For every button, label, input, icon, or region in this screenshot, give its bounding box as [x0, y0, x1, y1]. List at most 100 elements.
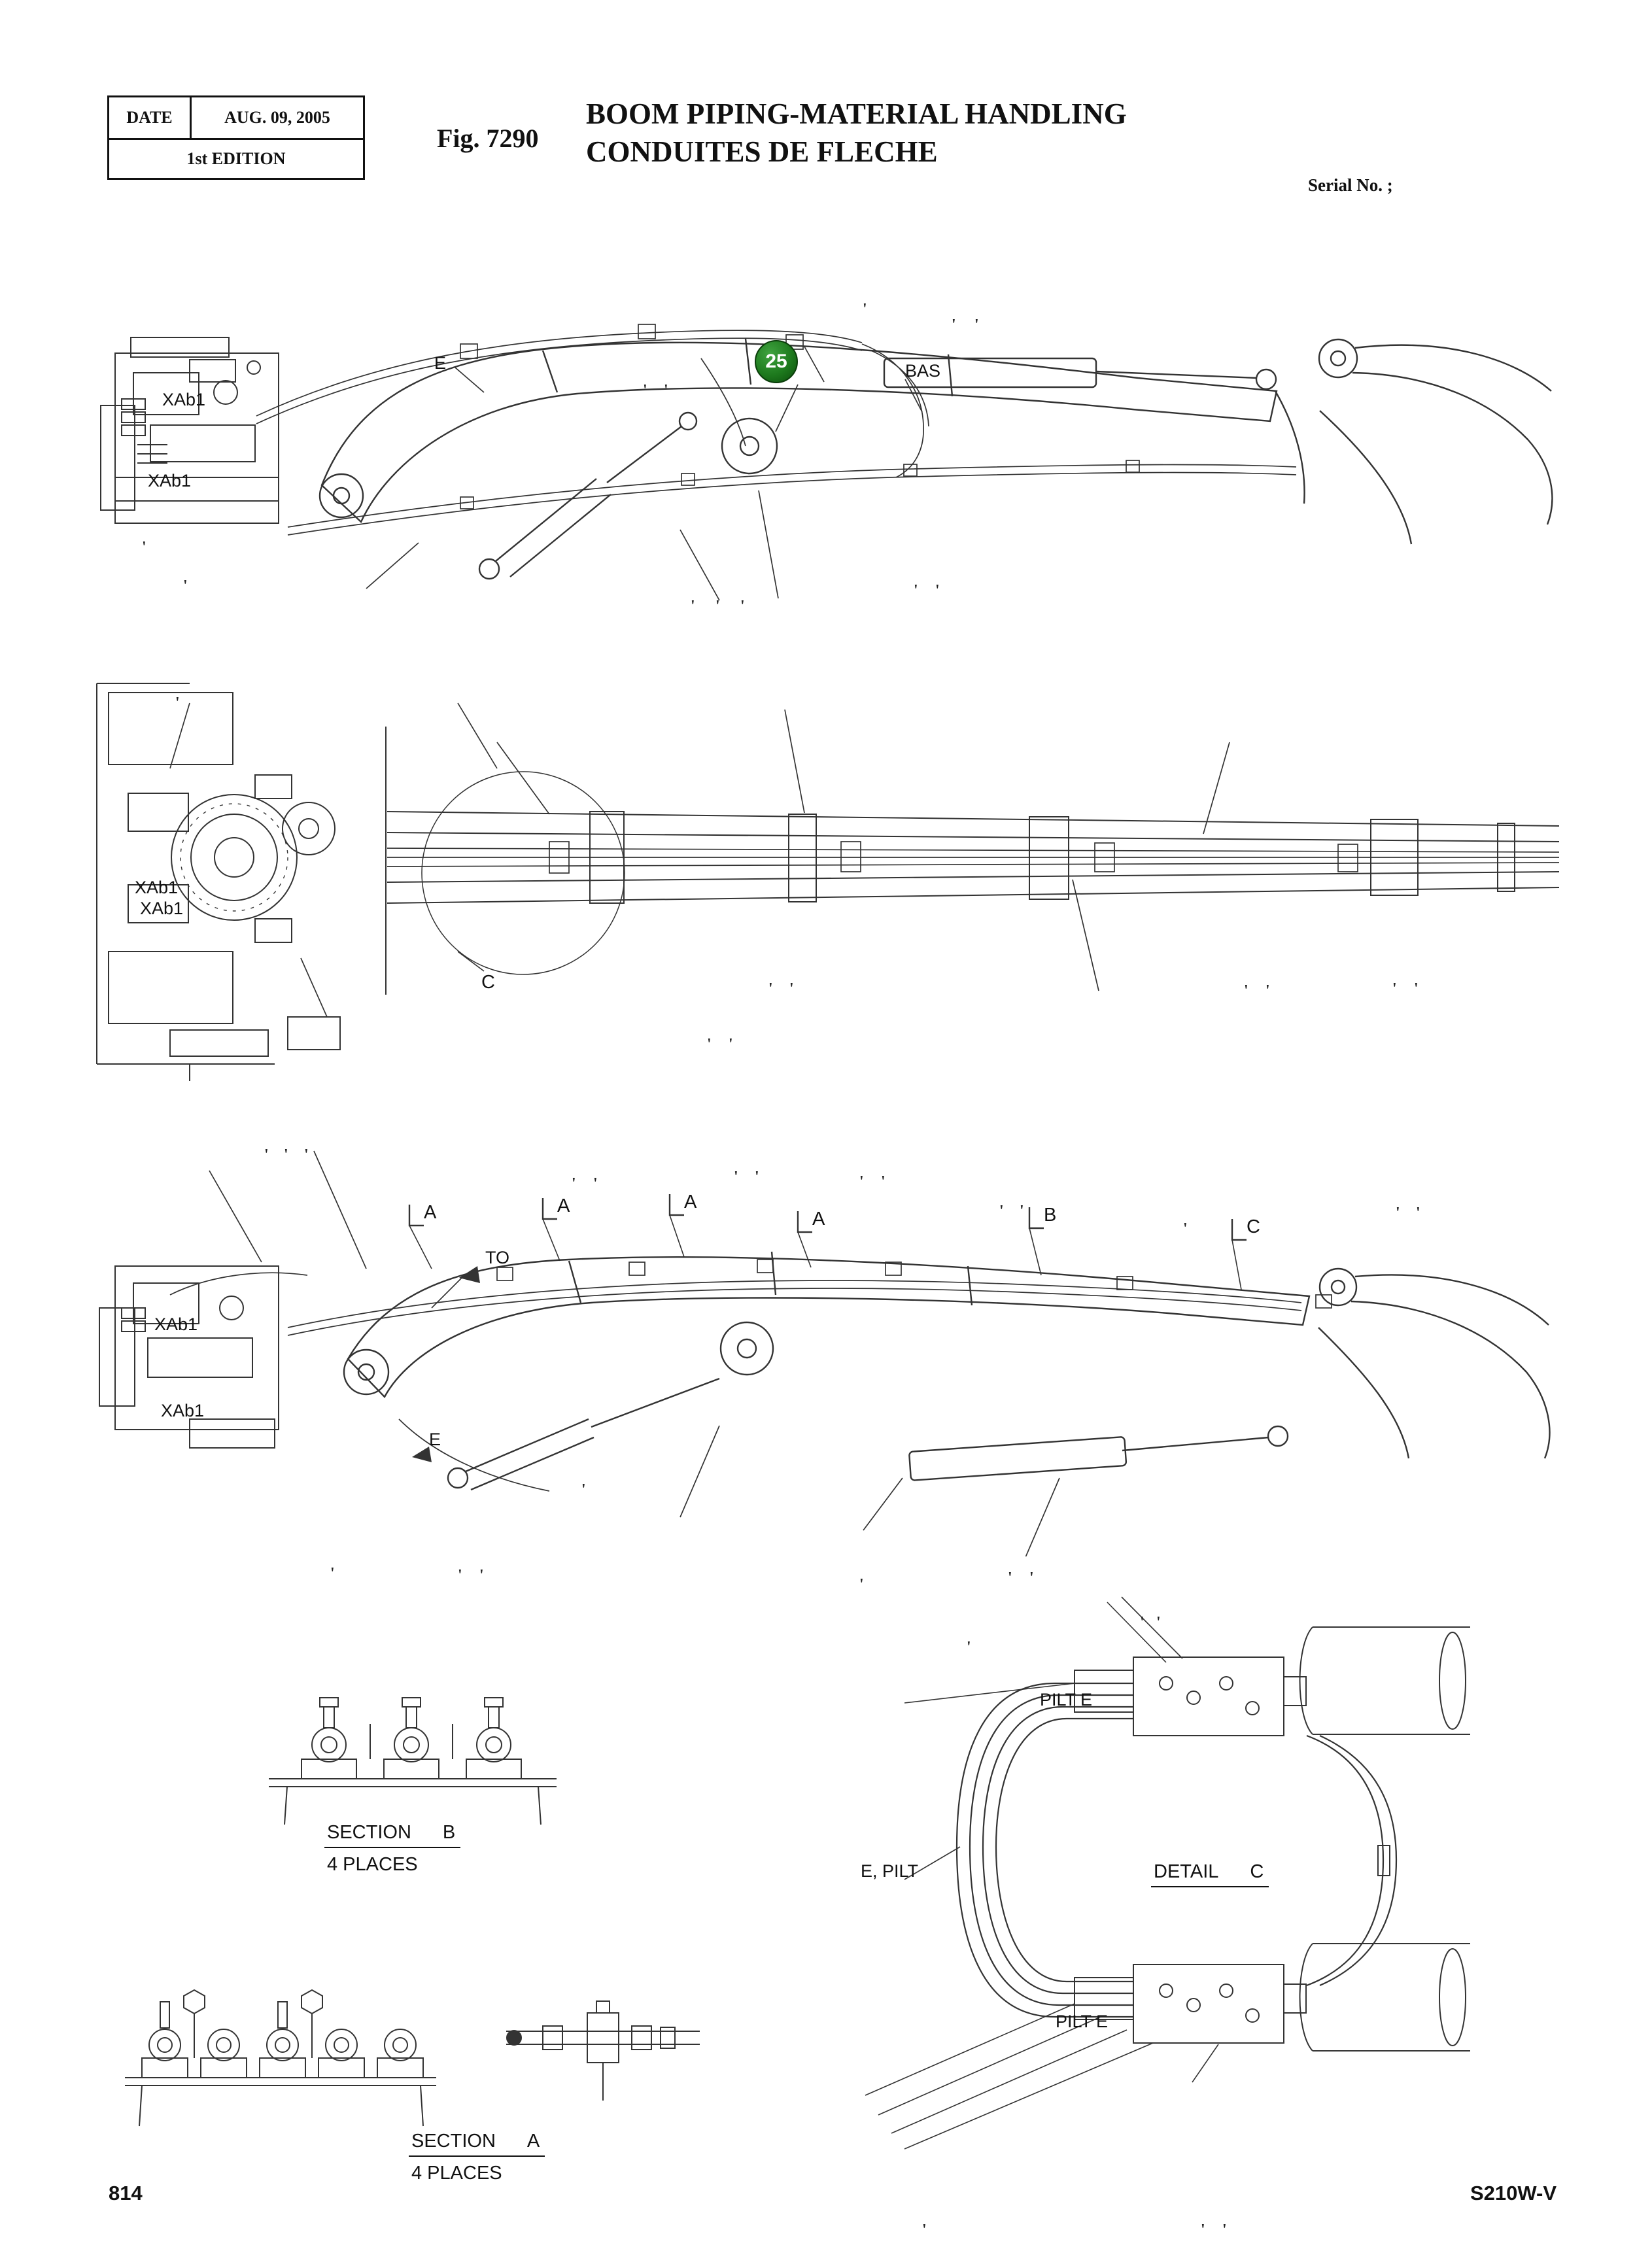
section-b-letter: B	[442, 1822, 456, 1843]
tiny-callout-mark: '	[1396, 1205, 1400, 1222]
section-a-art	[125, 1989, 436, 2127]
section-a-marker-2: A	[557, 1195, 570, 1216]
tiny-callout-mark: '	[330, 1565, 335, 1582]
tiny-callout-mark: '	[999, 1203, 1004, 1220]
port-label-e-lower: E	[429, 1430, 441, 1449]
tiny-callout-mark: '	[643, 382, 647, 399]
port-label-e-upper: E	[434, 353, 447, 373]
tiny-callout-mark: '	[734, 1169, 738, 1186]
tiny-callout-mark: '	[859, 1173, 864, 1190]
detail-c-marker-2: C	[1247, 1216, 1260, 1237]
boom-plan-view-art	[96, 683, 1560, 1081]
tiny-callout-mark: '	[974, 317, 979, 334]
boom-side-view-upper	[92, 281, 1570, 647]
tiny-callout-mark: '	[1414, 980, 1419, 997]
date-label: DATE	[109, 97, 192, 138]
tiny-callout-mark: '	[715, 598, 720, 615]
port-label-xab1-5: XAb1	[154, 1314, 198, 1334]
port-label-pilt-e-top: PILT E	[1040, 1690, 1093, 1709]
hose-fitting-detail	[504, 1975, 703, 2103]
tiny-callout-mark: '	[967, 1639, 971, 1656]
callout-25-number: 25	[765, 351, 787, 372]
tiny-callout-mark: '	[1244, 982, 1248, 999]
page-number: 814	[109, 2182, 143, 2205]
section-a-view	[116, 1961, 446, 2128]
tiny-callout-mark: '	[1201, 2222, 1205, 2239]
tiny-callout-mark: '	[952, 317, 956, 334]
tiny-callout-mark: '	[1265, 982, 1270, 999]
tiny-callout-mark: '	[664, 382, 668, 399]
tiny-callout-mark: '	[304, 1146, 309, 1163]
tiny-callout-mark: '	[1392, 980, 1397, 997]
tiny-callout-mark: '	[859, 1576, 864, 1593]
section-b-view	[256, 1675, 570, 1826]
tiny-callout-mark: '	[707, 1036, 712, 1053]
tiny-callout-mark: '	[1156, 1614, 1161, 1631]
model-code: S210W-V	[1470, 2182, 1557, 2205]
date-value: AUG. 09, 2005	[224, 108, 330, 127]
label-bas: BAS	[905, 361, 941, 381]
tiny-callout-mark: '	[691, 598, 695, 615]
port-label-pilt-e-bottom: PILT E	[1056, 2012, 1109, 2031]
tiny-callout-mark: '	[264, 1146, 269, 1163]
tiny-callout-mark: '	[789, 980, 794, 997]
serial-number-label: Serial No. ;	[1308, 175, 1393, 195]
title-french: CONDUITES DE FLECHE	[586, 135, 938, 168]
section-b-art	[269, 1697, 557, 1825]
port-label-xab1-4: XAb1	[140, 899, 184, 918]
tiny-callout-mark: '	[740, 598, 745, 615]
callout-25-balloon[interactable]: 25	[755, 340, 798, 383]
tiny-callout-mark: '	[1416, 1205, 1420, 1222]
page-title: BOOM PIPING-MATERIAL HANDLING CONDUITES …	[586, 95, 1127, 171]
detail-c-marker: C	[481, 972, 495, 993]
tiny-callout-mark: '	[1222, 2222, 1227, 2239]
section-a-letter: A	[526, 2131, 540, 2152]
port-label-xab1-2: XAb1	[148, 471, 192, 490]
edition-table: DATE AUG. 09, 2005 1st EDITION	[107, 95, 365, 180]
tiny-callout-mark: '	[863, 301, 867, 318]
tiny-callout-mark: '	[1008, 1570, 1012, 1587]
tiny-callout-mark: '	[572, 1175, 576, 1192]
port-label-xab1-6: XAb1	[161, 1401, 205, 1420]
tiny-callout-mark: '	[593, 1175, 598, 1192]
label-to: TO	[485, 1248, 510, 1267]
boom-plan-view	[92, 664, 1570, 1082]
section-a-caption: SECTION A 4 PLACES	[409, 2131, 545, 2184]
hose-fitting-detail-art	[506, 2000, 700, 2101]
tiny-callout-mark: '	[183, 577, 188, 594]
boom-side-view-lower	[92, 1112, 1570, 1556]
section-a-marker-4: A	[812, 1209, 825, 1229]
section-a-word: SECTION	[411, 2131, 496, 2152]
tiny-callout-mark: '	[284, 1146, 288, 1163]
tiny-callout-mark: '	[755, 1169, 759, 1186]
tiny-callout-mark: '	[581, 1481, 586, 1498]
port-label-xab1-3: XAb1	[135, 878, 179, 897]
tiny-callout-mark: '	[881, 1173, 886, 1190]
figure-number: Fig. 7290	[437, 124, 539, 153]
tiny-callout-mark: '	[479, 1567, 484, 1584]
tiny-callout-mark: '	[768, 980, 773, 997]
section-a-marker-1: A	[424, 1202, 437, 1223]
port-label-xab1-1: XAb1	[162, 390, 206, 409]
tiny-callout-mark: '	[1020, 1203, 1024, 1220]
boom-side-view-lower-art	[99, 1150, 1551, 1556]
tiny-callout-mark: '	[729, 1036, 733, 1053]
section-a-caption-line: SECTION A	[409, 2131, 545, 2157]
tiny-callout-mark: '	[1029, 1570, 1034, 1587]
tiny-callout-mark: '	[458, 1567, 462, 1584]
tiny-callout-mark: '	[1140, 1614, 1144, 1631]
section-b-note: 4 PLACES	[327, 1854, 418, 1875]
detail-c-word: DETAIL	[1154, 1861, 1219, 1882]
detail-c-art	[865, 1596, 1470, 2150]
tiny-callout-mark: '	[142, 539, 146, 556]
tiny-callout-mark: '	[1183, 1220, 1188, 1237]
detail-c-view	[826, 1585, 1470, 2154]
tiny-callout-mark: '	[922, 2222, 927, 2239]
section-b-marker: B	[1044, 1205, 1057, 1226]
section-a-note: 4 PLACES	[411, 2163, 502, 2184]
